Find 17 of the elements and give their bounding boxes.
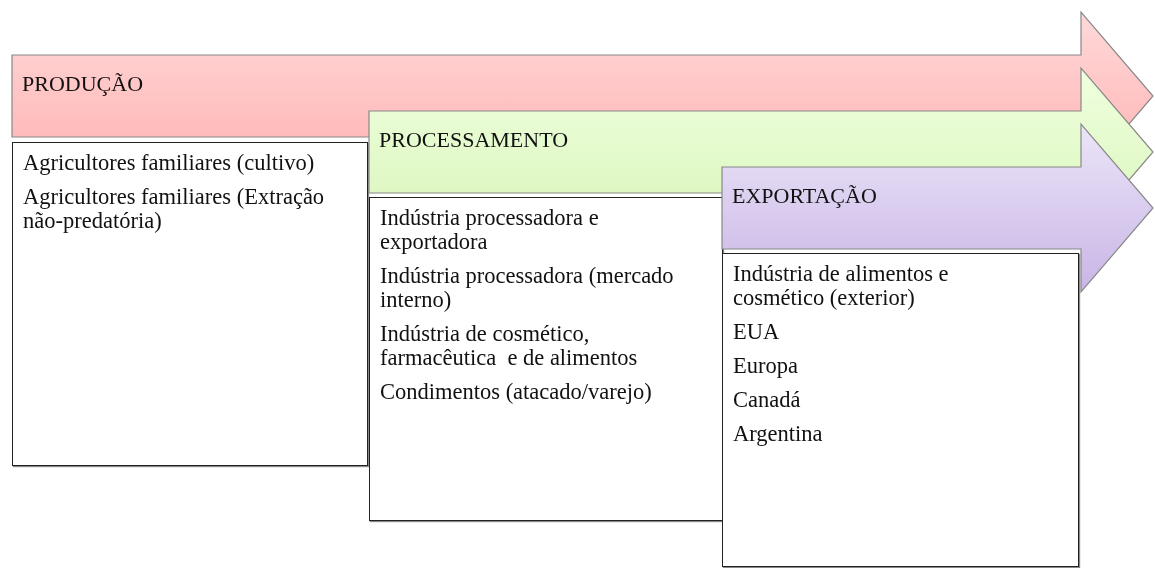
list-box xyxy=(369,197,723,521)
list-item: Argentina xyxy=(733,422,824,446)
list-item: EUA xyxy=(733,320,781,344)
list-item: Condimentos (atacado/varejo) xyxy=(380,380,653,404)
list-item: Europa xyxy=(733,354,799,378)
list-item: Indústria processadora (mercado interno) xyxy=(380,264,675,312)
list-box xyxy=(12,142,368,466)
list-box xyxy=(722,253,1079,567)
list-item: Indústria de alimentos e cosmético (exterior) xyxy=(733,262,950,310)
list-item: Agricultores familiares (cultivo) xyxy=(23,151,316,175)
list-item: Canadá xyxy=(733,388,802,412)
list-item: Agricultores familiares (Extração não-predatória) xyxy=(23,185,326,233)
stage-heading: PROCESSAMENTO xyxy=(379,127,569,153)
stage-heading: EXPORTAÇÃO xyxy=(732,183,877,209)
list-item: Indústria de cosmético, farmacêutica e de alimentos xyxy=(380,322,639,370)
stage-heading: PRODUÇÃO xyxy=(22,71,144,97)
list-item: Indústria processadora e exportadora xyxy=(380,206,600,254)
